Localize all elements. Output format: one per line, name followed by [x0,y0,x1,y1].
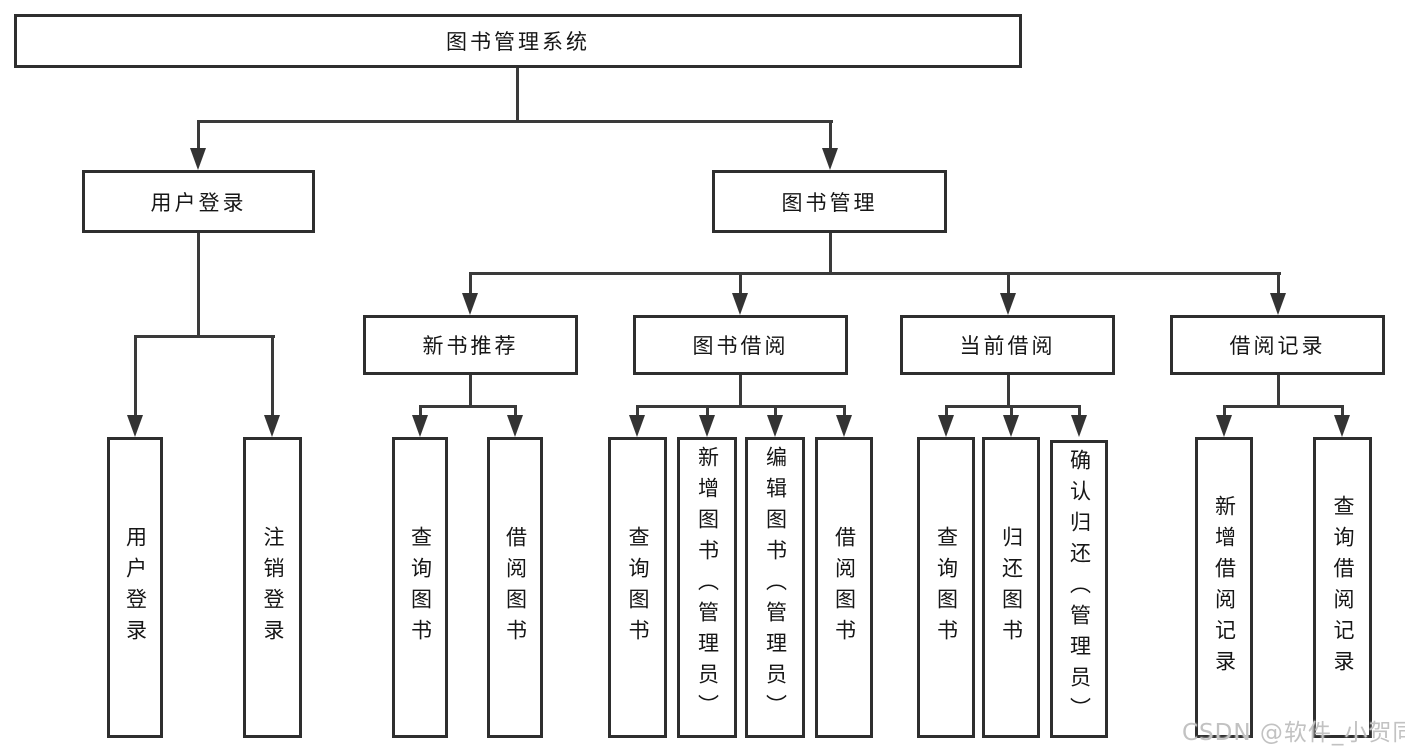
connector-stem-book-borrow [739,272,742,296]
node-current-borrow: 当前借阅 [900,315,1115,375]
leaf-cb-query-books: 查询图书 [917,437,975,738]
leaf-bb-query-books-label: 查询图书 [626,525,650,650]
node-book-borrow: 图书借阅 [633,315,848,375]
connector-borrow-records-stub [1277,375,1280,407]
arrowhead-bb-edit [767,415,783,437]
leaf-bb-query-books: 查询图书 [608,437,667,738]
arrowhead-br-query [1334,415,1350,437]
connector-book-borrow-stub [739,375,742,407]
node-borrow-records-label: 借阅记录 [1229,334,1326,358]
leaf-cb-return-books-label: 归还图书 [999,525,1024,650]
arrowhead-new-books [462,293,478,315]
node-borrow-records: 借阅记录 [1170,315,1385,375]
connector-root-stub [516,68,519,123]
connector-stem-bb-edit [774,405,777,417]
connector-level3-rail [469,272,1281,275]
connector-stem-current-borrow [1007,272,1010,296]
arrowhead-cb-query [938,415,954,437]
arrowhead-bb-query [629,415,645,437]
connector-level1-rail [197,120,833,123]
leaf-bb-edit-books: 编辑图书（管理员） [745,437,805,738]
leaf-cb-return-books: 归还图书 [982,437,1040,738]
connector-new-books-stub [469,375,472,407]
connector-user-login-stub [197,233,200,337]
connector-current-borrow-stub [1007,375,1010,407]
connector-book-borrow-rail [636,405,846,408]
node-new-books: 新书推荐 [363,315,578,375]
csdn-watermark: CSDN @软件_小贺同学 [1182,720,1405,746]
connector-book-mgmt-stub [829,233,832,275]
leaf-nb-borrow-books-label: 借阅图书 [503,525,528,650]
connector-stem-leaf-logout [271,335,274,417]
arrowhead-bb-add [699,415,715,437]
leaf-logout: 注销登录 [243,437,302,738]
connector-stem-cb-confirm [1078,405,1081,417]
connector-new-books-rail [419,405,517,408]
leaf-user-login-label: 用户登录 [123,525,148,650]
arrowhead-leaf-logout [264,415,280,437]
arrowhead-leaf-login [127,415,143,437]
node-book-mgmt: 图书管理 [712,170,947,233]
connector-stem-user-login [197,120,200,152]
leaf-logout-label: 注销登录 [261,525,285,650]
leaf-nb-borrow-books: 借阅图书 [487,437,543,738]
arrowhead-nb-query [412,415,428,437]
connector-stem-cb-return [1010,405,1013,417]
leaf-cb-confirm-return-label: 确认归还（管理员） [1067,449,1092,728]
leaf-bb-borrow-books: 借阅图书 [815,437,873,738]
arrowhead-book-mgmt [822,148,838,170]
leaf-bb-borrow-books-label: 借阅图书 [832,525,857,650]
leaf-bb-add-books: 新增图书（管理员） [677,437,737,738]
node-user-login-label: 用户登录 [150,190,247,215]
node-root: 图书管理系统 [14,14,1022,68]
leaf-cb-confirm-return: 确认归还（管理员） [1050,440,1108,738]
connector-borrow-records-rail [1223,405,1344,408]
arrowhead-br-add [1216,415,1232,437]
connector-user-login-rail [134,335,275,338]
connector-stem-bb-query [636,405,639,417]
connector-stem-cb-query [945,405,948,417]
connector-stem-nb-query [419,405,422,417]
node-book-mgmt-label: 图书管理 [781,190,878,215]
leaf-bb-add-books-label: 新增图书（管理员） [695,446,720,725]
arrowhead-borrow-records [1270,293,1286,315]
node-current-borrow-label: 当前借阅 [959,334,1056,358]
connector-stem-bb-add [706,405,709,417]
leaf-nb-query-books-label: 查询图书 [408,525,433,650]
leaf-br-query-record-label: 查询借阅记录 [1331,494,1355,681]
arrowhead-cb-return [1003,415,1019,437]
connector-stem-br-query [1341,405,1344,417]
node-user-login: 用户登录 [82,170,315,233]
arrowhead-book-borrow [732,293,748,315]
connector-stem-nb-borrow [514,405,517,417]
leaf-user-login: 用户登录 [107,437,163,738]
arrowhead-user-login [190,148,206,170]
node-new-books-label: 新书推荐 [422,334,519,358]
node-book-borrow-label: 图书借阅 [692,334,789,358]
connector-stem-new-books [469,272,472,296]
leaf-nb-query-books: 查询图书 [392,437,448,738]
connector-stem-bb-borrow [843,405,846,417]
leaf-br-add-record: 新增借阅记录 [1195,437,1253,738]
leaf-bb-edit-books-label: 编辑图书（管理员） [763,446,788,725]
connector-stem-book-mgmt [829,120,832,152]
arrowhead-current-borrow [1000,293,1016,315]
connector-stem-br-add [1223,405,1226,417]
node-root-label: 图书管理系统 [446,30,590,54]
connector-current-borrow-rail [945,405,1081,408]
connector-stem-leaf-login [134,335,137,417]
connector-stem-borrow-records [1277,272,1280,296]
leaf-br-add-record-label: 新增借阅记录 [1212,494,1237,681]
leaf-br-query-record: 查询借阅记录 [1313,437,1372,738]
arrowhead-bb-borrow [836,415,852,437]
leaf-cb-query-books-label: 查询图书 [934,525,959,650]
arrowhead-nb-borrow [507,415,523,437]
arrowhead-cb-confirm [1071,415,1087,437]
